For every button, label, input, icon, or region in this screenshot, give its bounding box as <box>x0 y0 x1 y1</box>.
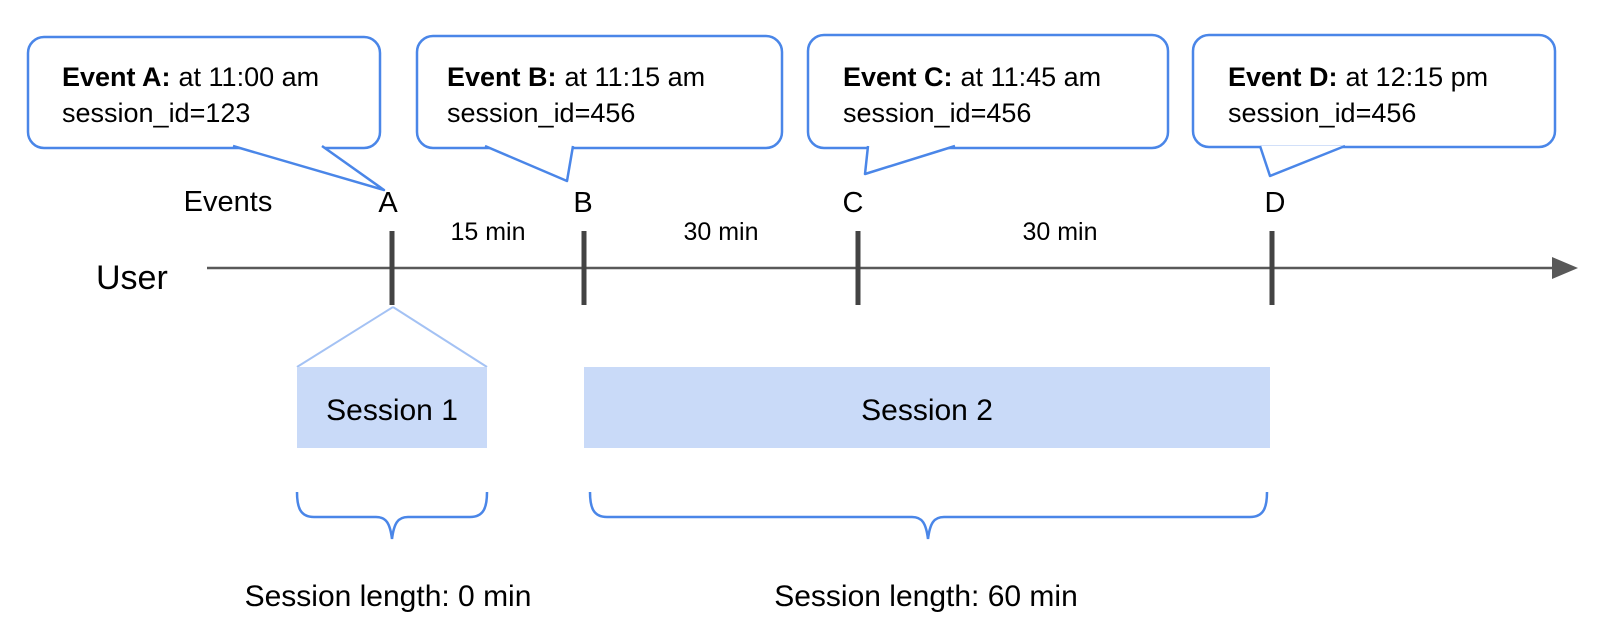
event-a-callout: Event A: at 11:00 am session_id=123 <box>26 35 386 192</box>
session1-funnel-right-line <box>392 306 488 368</box>
interval-b-c-label: 30 min <box>683 218 758 246</box>
session1-bar <box>297 367 487 448</box>
event-c-time: at 11:45 am <box>961 62 1102 92</box>
event-a-letter: A <box>378 187 398 219</box>
event-c-callout-tail <box>863 144 956 176</box>
event-a-callout-line1: Event A: at 11:00 am <box>62 62 319 92</box>
session2-bar <box>584 367 1270 448</box>
event-b-callout-line1: Event B: at 11:15 am <box>447 62 705 92</box>
event-c-letter: C <box>843 187 864 219</box>
user-label: User <box>96 259 168 297</box>
event-c-callout-line1: Event C: at 11:45 am <box>843 62 1101 92</box>
event-d-callout-line1: Event D: at 12:15 pm <box>1228 62 1488 92</box>
timeline-arrowhead-icon <box>1552 257 1578 279</box>
event-c-session-id: session_id=456 <box>843 98 1031 128</box>
event-b-title: Event B: <box>447 62 557 92</box>
session1-funnel-left-line <box>296 306 394 368</box>
session1-bar-label: Session 1 <box>326 394 458 427</box>
session1-length-label: Session length: 0 min <box>245 580 532 613</box>
event-d-callout-box <box>1191 33 1557 149</box>
event-d-time: at 12:15 pm <box>1346 62 1489 92</box>
event-a-title: Event A: <box>62 62 171 92</box>
event-d-title: Event D: <box>1228 62 1338 92</box>
event-a-time: at 11:00 am <box>179 62 320 92</box>
session2-brace <box>588 491 1269 540</box>
event-b-callout-tail <box>484 144 575 183</box>
event-b-callout: Event B: at 11:15 am session_id=456 <box>415 34 784 183</box>
interval-a-b-label: 15 min <box>450 218 525 246</box>
event-b-letter: B <box>573 187 592 219</box>
event-a-callout-box <box>26 35 382 150</box>
event-c-callout-box <box>806 33 1170 150</box>
event-b-session-id: session_id=456 <box>447 98 635 128</box>
event-a-callout-tail <box>232 144 386 192</box>
event-d-callout: Event D: at 12:15 pm session_id=456 <box>1191 33 1557 178</box>
event-d-session-id: session_id=456 <box>1228 98 1416 128</box>
event-b-callout-box <box>415 34 784 150</box>
events-axis-label: Events <box>184 186 273 218</box>
event-a-session-id: session_id=123 <box>62 98 250 128</box>
event-c-title: Event C: <box>843 62 953 92</box>
session1-brace <box>295 491 489 540</box>
event-d-letter: D <box>1265 187 1286 219</box>
event-c-callout: Event C: at 11:45 am session_id=456 <box>806 33 1170 176</box>
interval-c-d-label: 30 min <box>1022 218 1097 246</box>
event-b-time: at 11:15 am <box>565 62 706 92</box>
event-d-callout-tail <box>1258 144 1346 178</box>
session2-length-label: Session length: 60 min <box>774 580 1078 613</box>
session2-bar-label: Session 2 <box>861 394 993 427</box>
